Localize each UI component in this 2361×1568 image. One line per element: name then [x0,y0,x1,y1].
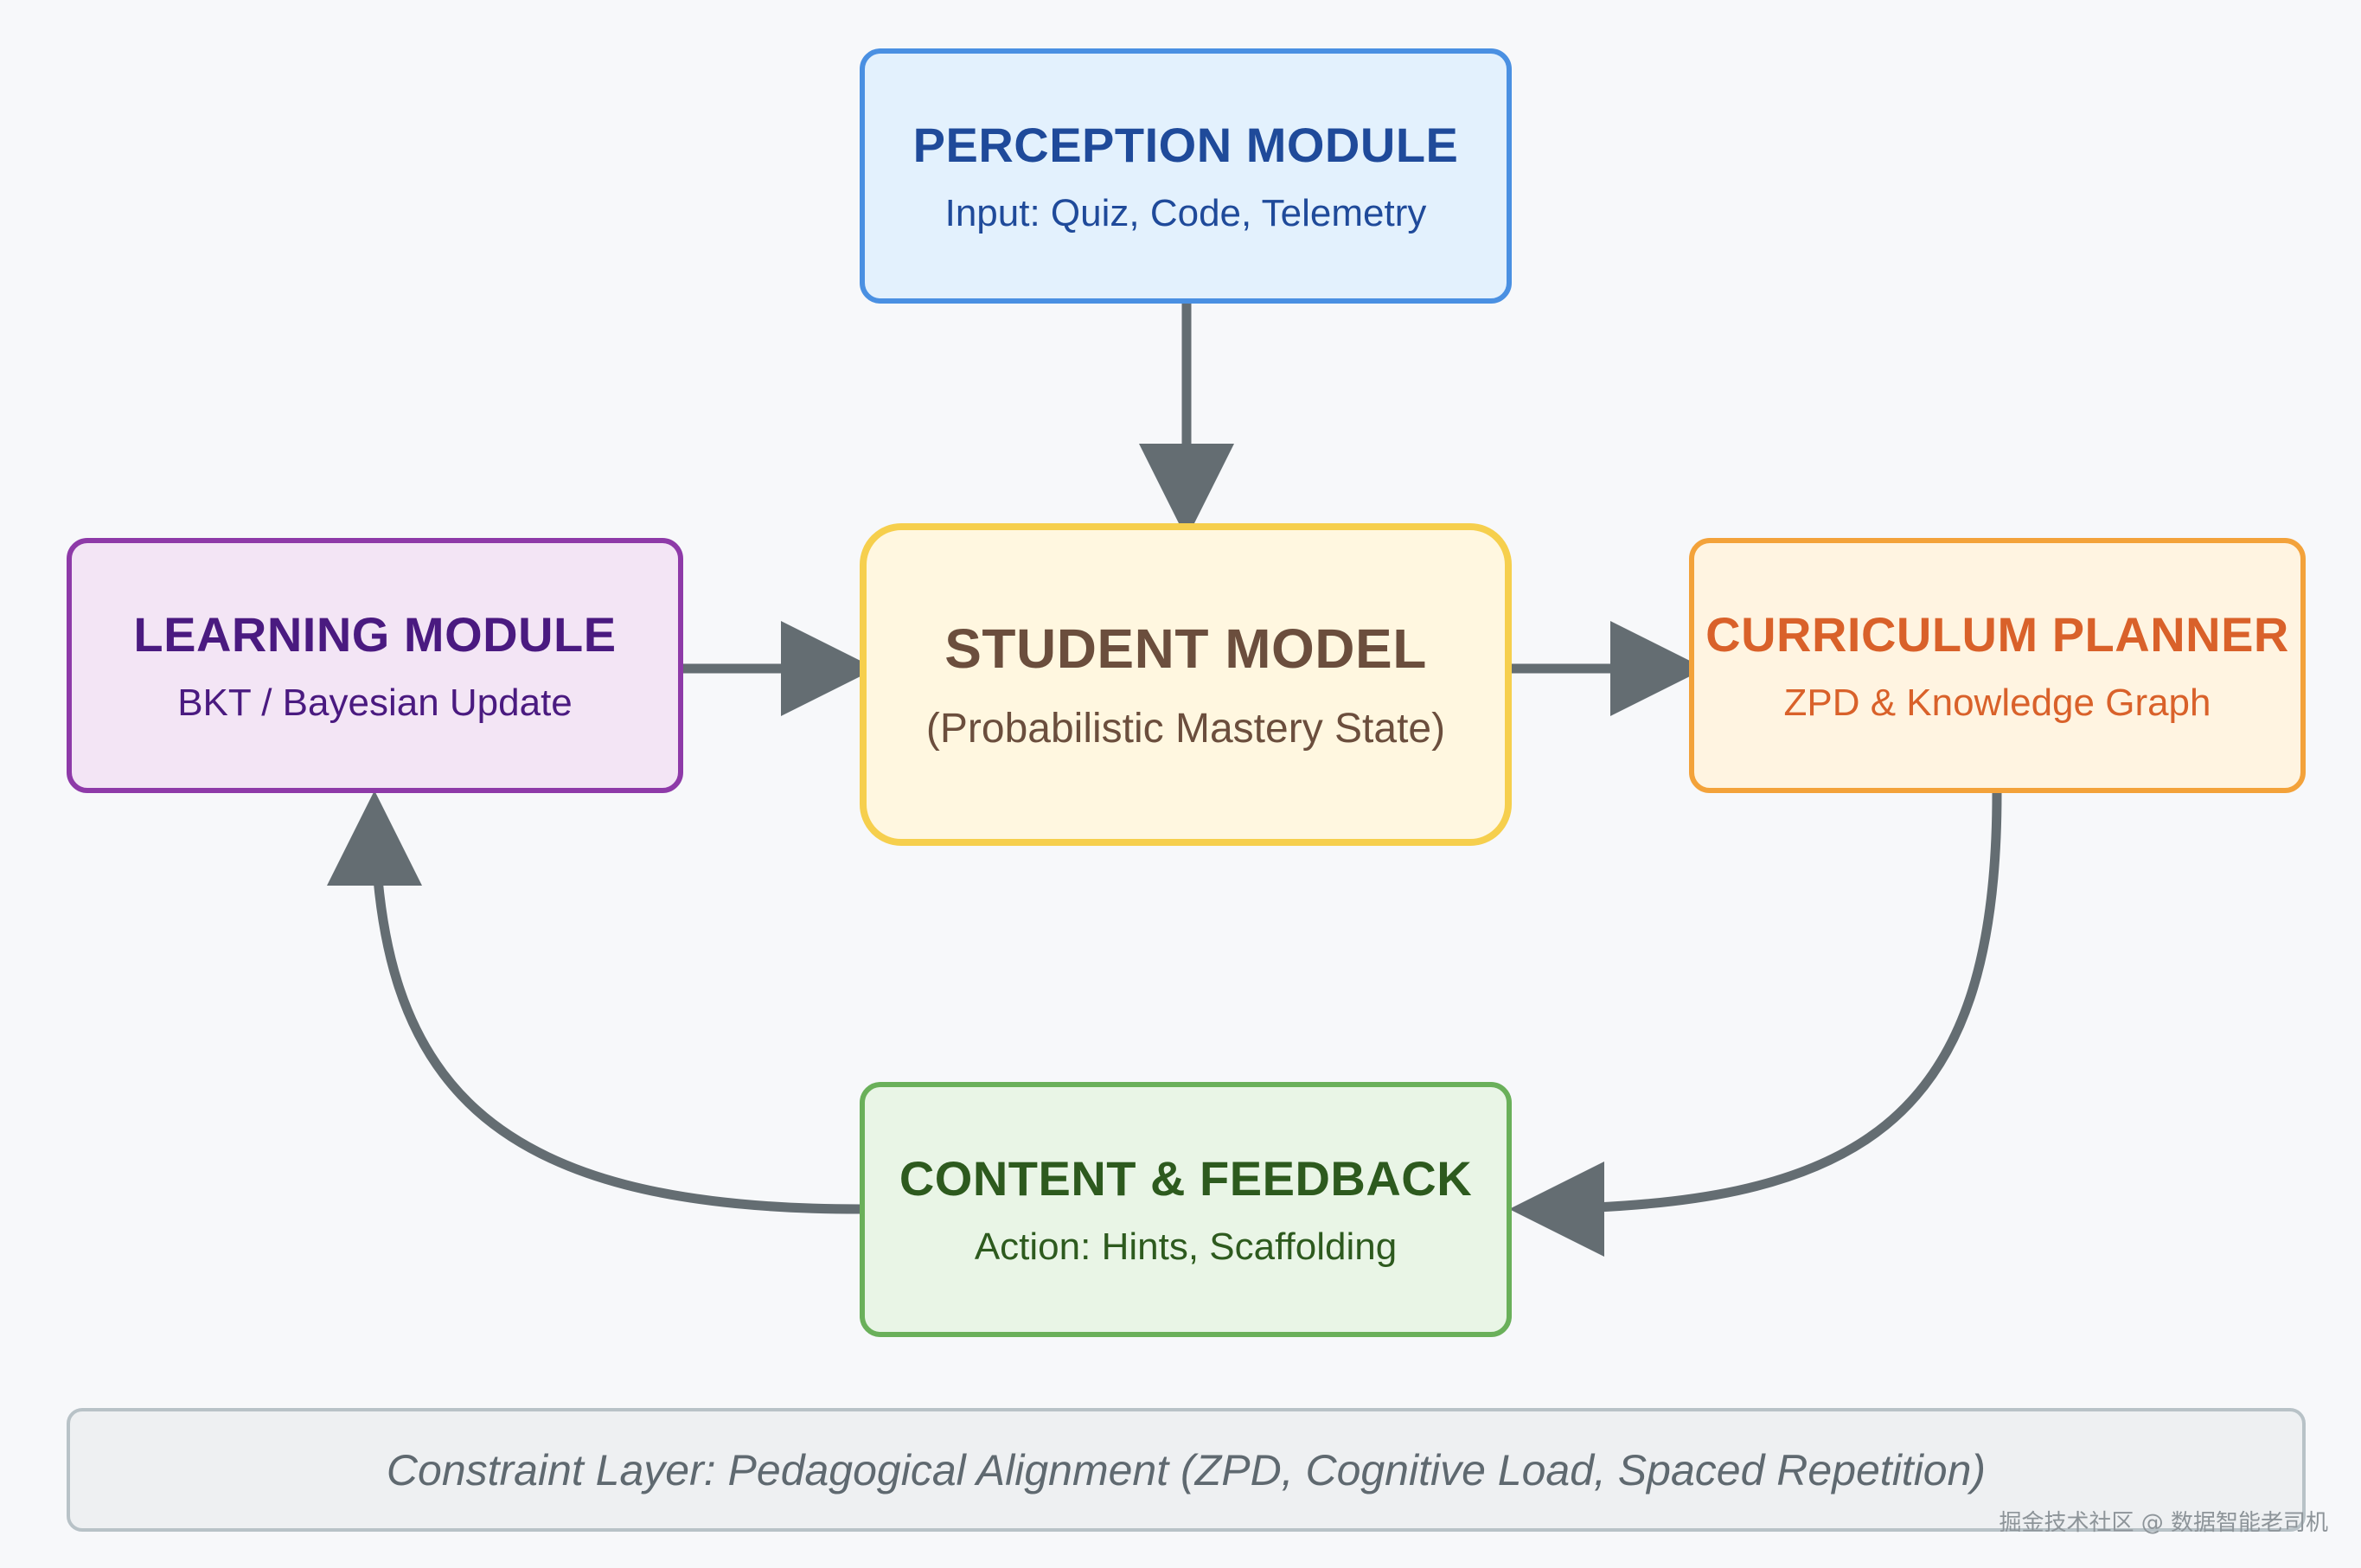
curriculum-planner-title: CURRICULUM PLANNER [1705,607,2289,662]
edge-curriculum-to-content [1509,792,2002,1257]
perception-module-node: PERCEPTION MODULE Input: Quiz, Code, Tel… [860,48,1512,304]
content-feedback-title: CONTENT & FEEDBACK [899,1151,1473,1206]
content-feedback-node: CONTENT & FEEDBACK Action: Hints, Scaffo… [860,1082,1512,1337]
perception-module-subtitle: Input: Quiz, Code, Telemetry [944,192,1427,234]
curriculum-planner-subtitle: ZPD & Knowledge Graph [1783,682,2211,724]
constraint-layer-banner: Constraint Layer: Pedagogical Alignment … [67,1408,2306,1532]
perception-module-title: PERCEPTION MODULE [912,118,1459,172]
edge-content-to-learning [327,790,861,1214]
learning-module-subtitle: BKT / Bayesian Update [177,682,573,724]
student-model-node: STUDENT MODEL (Probabilistic Mastery Sta… [860,523,1512,846]
constraint-layer-text: Constraint Layer: Pedagogical Alignment … [386,1445,1987,1494]
watermark: 掘金技术社区 @ 数据智能老司机 [1999,1510,2328,1536]
student-model-title: STUDENT MODEL [944,618,1427,680]
learning-module-title: LEARNING MODULE [133,607,617,662]
student-model-subtitle: (Probabilistic Mastery State) [925,706,1446,752]
learning-module-node: LEARNING MODULE BKT / Bayesian Update [67,538,683,793]
content-feedback-subtitle: Action: Hints, Scaffolding [974,1226,1398,1268]
curriculum-planner-node: CURRICULUM PLANNER ZPD & Knowledge Graph [1689,538,2306,793]
